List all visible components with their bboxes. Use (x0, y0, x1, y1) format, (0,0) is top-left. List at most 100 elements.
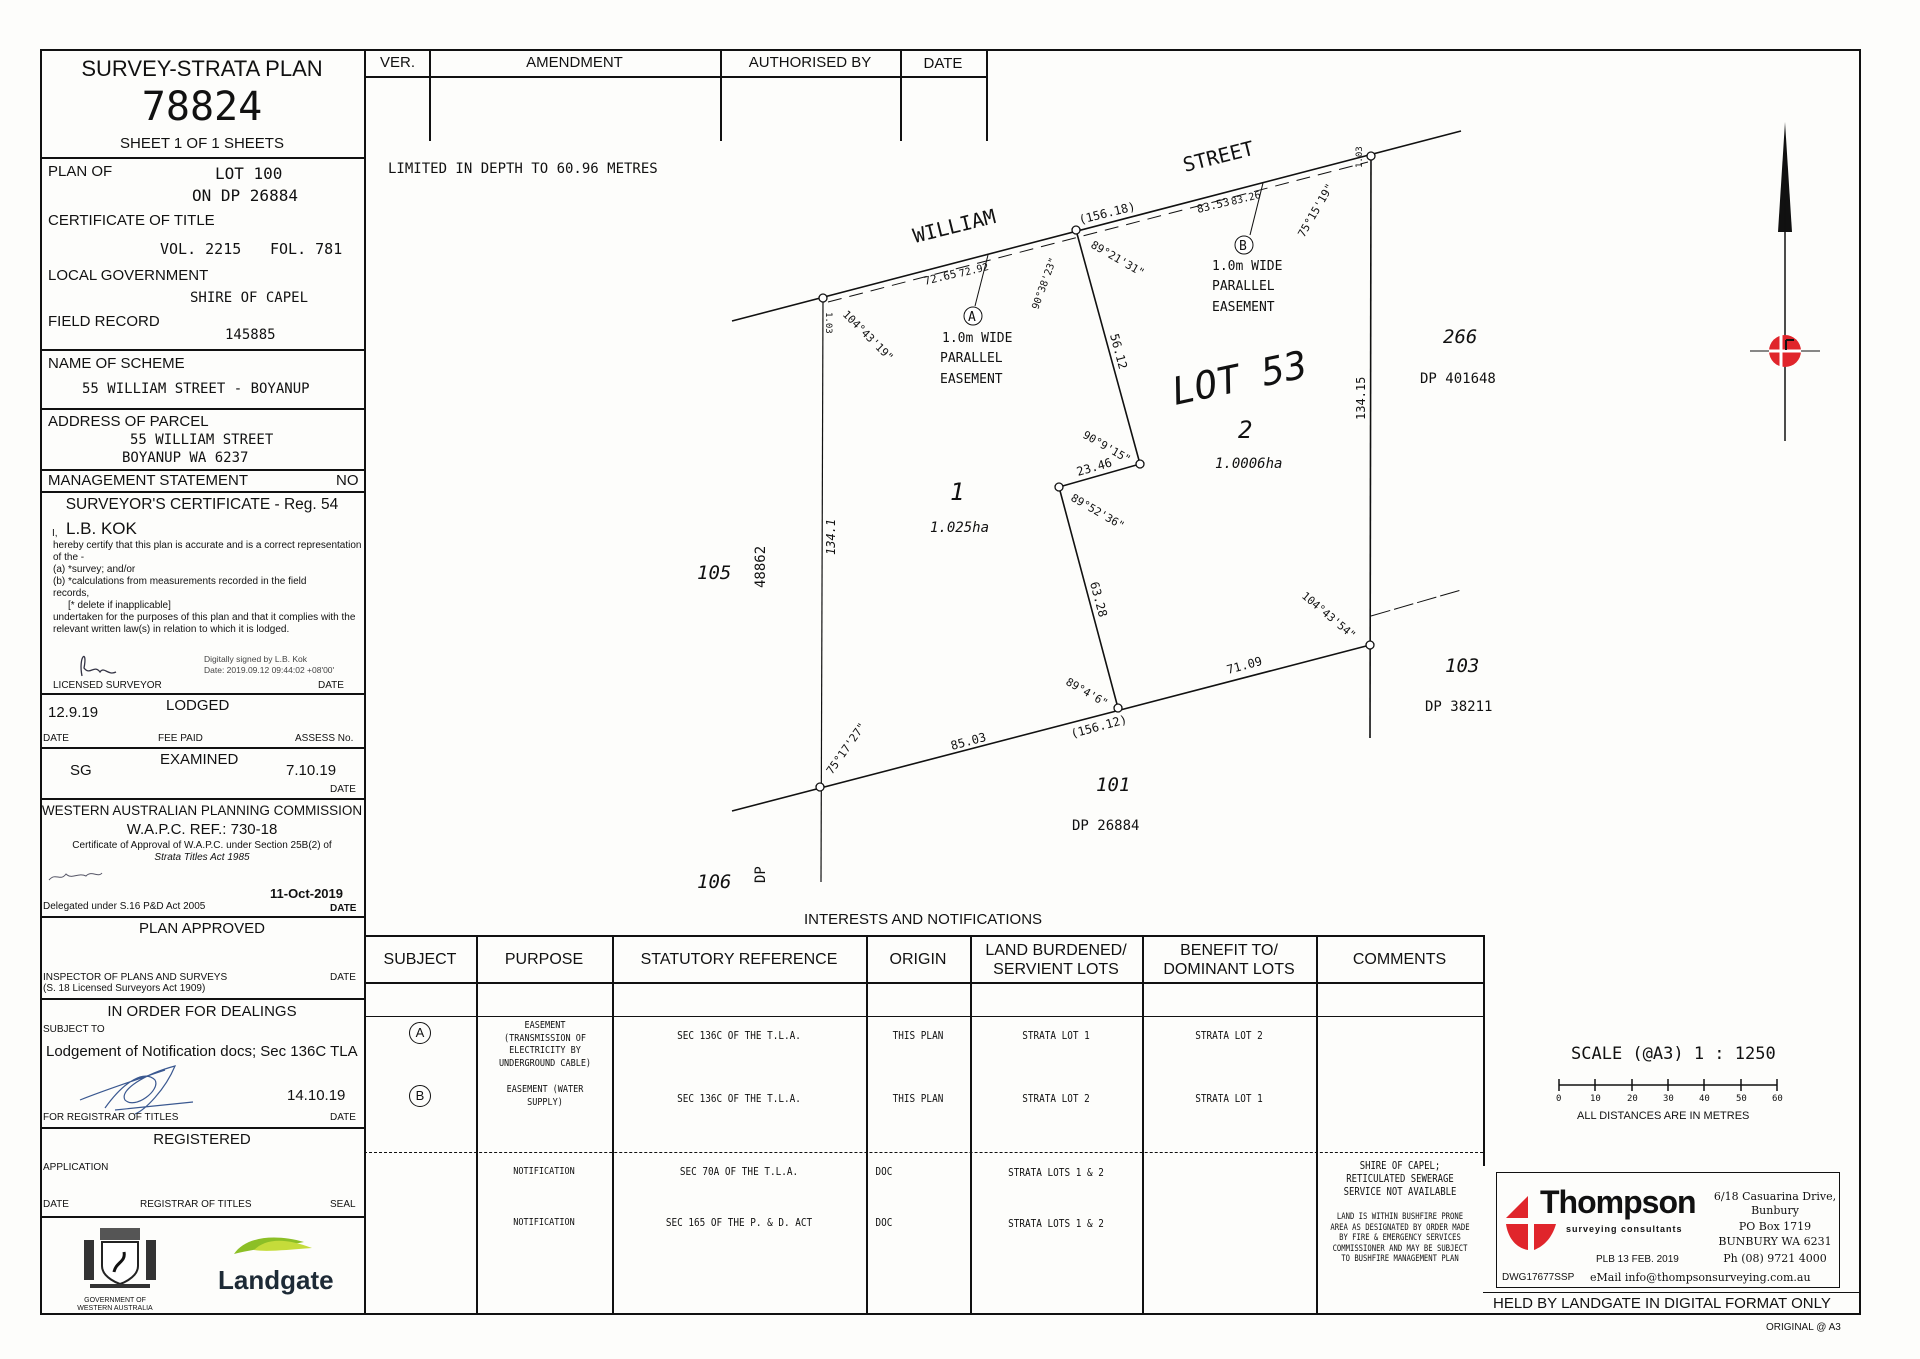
divider (1483, 935, 1485, 1166)
angle: 104°43'54" (1299, 589, 1358, 642)
cert-b: (b) *calculations from measurements reco… (53, 576, 307, 599)
lot-1-number: 1 (950, 478, 964, 506)
assess-no-label: ASSESS No. (295, 733, 354, 744)
land-burdened: STRATA LOTS 1 & 2 (1008, 1166, 1104, 1179)
purpose: NOTIFICATION (513, 1166, 575, 1177)
east-boundary (1369, 155, 1372, 739)
plan-type: SURVEY-STRATA PLAN (81, 56, 323, 81)
handwritten-lot-note: LOT 53 (1168, 342, 1311, 414)
date-label: DATE (43, 1199, 69, 1210)
registered-heading: REGISTERED (153, 1131, 251, 1148)
william-street-boundary (731, 130, 1462, 322)
divider (364, 1016, 1483, 1017)
divider (40, 916, 364, 918)
easement-a-letter: A (968, 310, 976, 325)
divider (364, 982, 1483, 984)
plan-frame (40, 49, 1861, 1315)
strata-division-line (1058, 229, 1141, 709)
date-label: DATE (330, 784, 356, 795)
lot-1-area: 1.025ha (930, 520, 989, 536)
lodged-date: 12.9.19 (48, 704, 99, 721)
surveyor-heading: SURVEYOR'S CERTIFICATE - Reg. 54 (65, 496, 339, 513)
examined-by: SG (70, 762, 92, 779)
firm-address: Bunbury (1751, 1204, 1799, 1217)
divider (40, 491, 364, 493)
wapc-act: Strata Titles Act 1985 (154, 852, 250, 863)
interests-title: INTERESTS AND NOTIFICATIONS (803, 911, 1043, 928)
firm-po-box: PO Box 1719 (1738, 1220, 1812, 1233)
management-statement-value: NO (336, 472, 359, 489)
divider (866, 935, 868, 1315)
original-size-note: ORIGINAL @ A3 (1766, 1322, 1841, 1333)
plan-of-label: PLAN OF (48, 163, 113, 180)
certificate-of-title-label: CERTIFICATE OF TITLE (48, 212, 215, 229)
header-origin: ORIGIN (889, 951, 947, 968)
sheet-info: SHEET 1 OF 1 SHEETS (120, 135, 284, 152)
header-benefit-to: BENEFIT TO/ DOMINANT LOTS (1163, 941, 1295, 978)
adjacent-dp: DP (753, 866, 769, 883)
dim-134-1: 134.1 (824, 519, 838, 555)
origin: THIS PLAN (892, 1029, 944, 1042)
comments: LAND IS WITHIN BUSHFIRE PRONE AREA AS DE… (1330, 1212, 1470, 1264)
col-amendment: AMENDMENT (526, 54, 623, 71)
adjacent-dp-48862: 48862 (753, 546, 769, 588)
scheme-label: NAME OF SCHEME (48, 355, 185, 372)
divider (364, 935, 1483, 937)
adjacent-dp-26884: DP 26884 (1072, 818, 1139, 834)
management-statement-label: MANAGEMENT STATEMENT (48, 472, 249, 489)
survey-marks (815, 151, 1376, 792)
adjacent-lot-105: 105 (697, 562, 731, 584)
date-label: DATE (330, 903, 357, 914)
easement-b-leader (1249, 182, 1264, 236)
dim-1-03-east: 1.03 (1355, 146, 1365, 168)
angle: 89°4'6" (1064, 675, 1111, 709)
angle: 104°43'19" (840, 308, 896, 364)
west-boundary (820, 297, 824, 883)
dim-134-15: 134.15 (1354, 377, 1368, 420)
surveyor-signature (80, 655, 117, 677)
plan-approved-heading: PLAN APPROVED (139, 920, 265, 937)
scale-tick: 60 (1772, 1094, 1783, 1104)
divider (40, 747, 364, 749)
firm-city: BUNBURY WA 6231 (1718, 1235, 1832, 1248)
wapc-ref: W.A.P.C. REF.: 730-18 (126, 821, 278, 838)
easement-b-marker (1234, 235, 1254, 255)
divider (40, 408, 364, 410)
purpose: EASEMENT (WATER SUPPLY) (506, 1084, 584, 1108)
easement-a-text: PARALLEL (940, 351, 1003, 366)
landgate-leaf-icon (234, 1237, 312, 1254)
angle: 89°52'36" (1069, 491, 1127, 532)
registrar-signature (79, 1065, 194, 1115)
adjacent-lot-103: 103 (1445, 655, 1479, 677)
application-label: APPLICATION (43, 1162, 109, 1173)
adjacent-dp-38211: DP 38211 (1425, 699, 1492, 715)
wapc-cert: Certificate of Approval of W.A.P.C. unde… (72, 840, 332, 851)
divider (40, 1127, 364, 1129)
statutory-reference: SEC 136C OF THE T.L.A. (677, 1029, 801, 1042)
land-burdened: STRATA LOT 1 (1022, 1029, 1090, 1042)
digital-signature: Digitally signed by L.B. Kok (204, 654, 307, 664)
easement-line (827, 161, 1369, 303)
plan-number: 78824 (141, 84, 263, 130)
wa-government-logo: GOVERNMENT OF WESTERN AUSTRALIA (70, 1222, 170, 1312)
scheme-name: 55 WILLIAM STREET - BOYANUP (82, 381, 310, 397)
lot-2-number: 2 (1238, 416, 1252, 444)
wapc-heading: WESTERN AUSTRALIAN PLANNING COMMISSION (41, 803, 363, 818)
divider (970, 935, 972, 1315)
divider (40, 1216, 364, 1218)
divider (429, 49, 431, 141)
surveyor-name: L.B. KOK (66, 519, 137, 538)
header-land-burdened: LAND BURDENED/ SERVIENT LOTS (985, 941, 1127, 978)
easement-b-letter: B (1239, 239, 1247, 254)
local-government-label: LOCAL GOVERNMENT (48, 267, 209, 284)
origin: DOC (875, 1216, 893, 1229)
dim-1-03-west: 1.03 (823, 312, 833, 334)
address-label: ADDRESS OF PARCEL (48, 413, 209, 430)
street-name-william: WILLIAM (910, 204, 998, 248)
divider (364, 76, 986, 78)
fee-paid-label: FEE PAID (158, 733, 203, 744)
scale-label: SCALE (@A3) 1 : 1250 (1571, 1044, 1776, 1064)
divider (40, 349, 364, 351)
divider (720, 49, 722, 141)
landgate-logo: Landgate (216, 1230, 334, 1296)
